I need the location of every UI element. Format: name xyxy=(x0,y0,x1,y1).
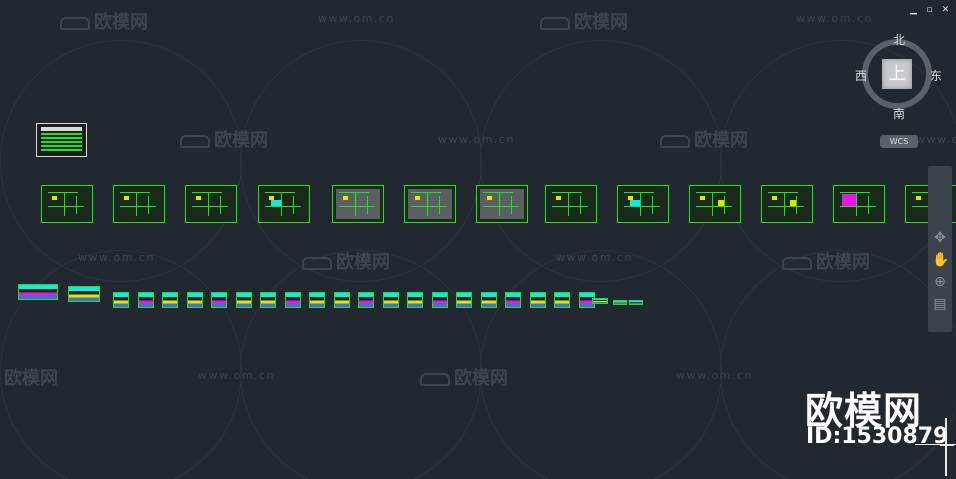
floor-plan-sheet[interactable] xyxy=(833,185,885,223)
compass-east[interactable]: 东 xyxy=(930,69,943,83)
viewcube-top-face[interactable]: 上 xyxy=(882,59,912,89)
floor-plan-sheet[interactable] xyxy=(761,185,813,223)
elevation-sheet[interactable] xyxy=(530,292,546,308)
floor-plan-sheet[interactable] xyxy=(545,185,597,223)
elevation-sheet[interactable] xyxy=(211,292,227,308)
close-button[interactable]: ✕ xyxy=(941,5,950,15)
floor-plan-sheet[interactable] xyxy=(113,185,165,223)
elevation-sheet[interactable] xyxy=(260,292,276,308)
cursor-crosshair xyxy=(915,444,956,445)
elevation-sheet[interactable] xyxy=(432,292,448,308)
compass-ring[interactable] xyxy=(862,39,932,109)
brand-watermark: 欧模网 xyxy=(805,389,923,433)
pan-icon[interactable]: ✋ xyxy=(932,252,950,268)
drawing-index-table[interactable] xyxy=(36,123,87,157)
model-id-label: ID:1530879 xyxy=(806,424,949,449)
floor-plan-sheet[interactable] xyxy=(185,185,237,223)
compass-south[interactable]: 南 xyxy=(893,107,906,121)
floor-plan-sheet[interactable] xyxy=(332,185,384,223)
zoom-icon[interactable]: ⊕ xyxy=(934,274,946,290)
elevation-sheet[interactable] xyxy=(113,292,129,308)
floor-plan-sheet[interactable] xyxy=(258,185,310,223)
compass-north[interactable]: 北 xyxy=(893,33,906,47)
showmotion-icon[interactable]: ▤ xyxy=(933,296,947,312)
floor-plan-sheet[interactable] xyxy=(476,185,528,223)
viewcube[interactable]: 上 北 南 东 西 xyxy=(855,33,943,121)
restore-button[interactable]: ▫ xyxy=(926,5,933,15)
elevation-sheet[interactable] xyxy=(162,292,178,308)
elevation-sheet[interactable] xyxy=(18,284,58,300)
floor-plan-sheet[interactable] xyxy=(617,185,669,223)
elevation-sheet[interactable] xyxy=(505,292,521,308)
floor-plan-sheet[interactable] xyxy=(41,185,93,223)
wcs-menu-button[interactable]: WCS xyxy=(880,135,918,148)
elevation-sheet[interactable] xyxy=(407,292,423,308)
elevation-sheet[interactable] xyxy=(481,292,497,308)
elevation-sheet[interactable] xyxy=(138,292,154,308)
elevation-sheet[interactable] xyxy=(334,292,350,308)
table-header xyxy=(41,127,82,131)
elevation-sheet[interactable] xyxy=(68,286,100,302)
floor-plan-sheet[interactable] xyxy=(689,185,741,223)
elevation-sheet[interactable] xyxy=(358,292,374,308)
steering-wheel-icon[interactable]: ✥ xyxy=(934,230,946,246)
minimize-button[interactable]: ▁ xyxy=(910,5,917,15)
elevation-sheet[interactable] xyxy=(554,292,570,308)
ucs-icon xyxy=(940,418,954,476)
table-rows xyxy=(41,133,82,153)
elevation-sheet[interactable] xyxy=(236,292,252,308)
elevation-sheet[interactable] xyxy=(309,292,325,308)
elevation-sheet[interactable] xyxy=(285,292,301,308)
compass-west[interactable]: 西 xyxy=(855,69,868,83)
window-controls: ▁ ▫ ✕ xyxy=(909,6,950,15)
elevation-sheet[interactable] xyxy=(592,298,608,304)
floor-plan-sheet[interactable] xyxy=(404,185,456,223)
elevation-sheet[interactable] xyxy=(613,300,627,305)
elevation-sheet[interactable] xyxy=(187,292,203,308)
elevation-sheet[interactable] xyxy=(383,292,399,308)
elevation-sheet[interactable] xyxy=(629,300,643,305)
elevation-sheet[interactable] xyxy=(456,292,472,308)
navigation-bar: ✥ ✋ ⊕ ▤ xyxy=(928,166,952,332)
